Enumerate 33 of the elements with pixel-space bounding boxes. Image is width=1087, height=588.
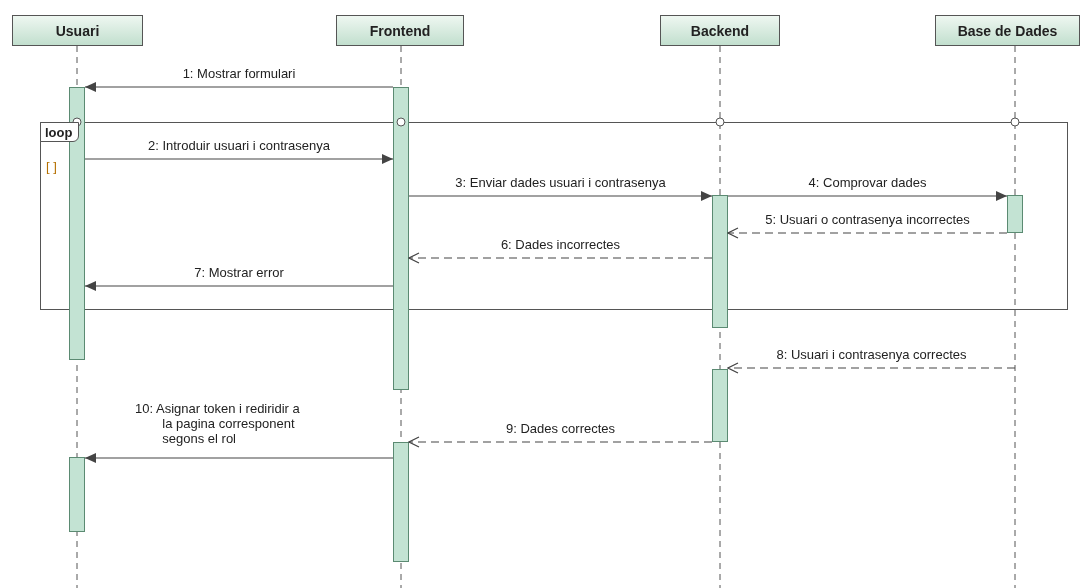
- message-arrow: [84, 281, 394, 291]
- participant-box: Backend: [660, 15, 780, 46]
- activation-bar: [393, 87, 409, 390]
- frame-tag: loop: [40, 122, 80, 142]
- message-label: 7: Mostrar error: [194, 265, 284, 280]
- participant-box: Frontend: [336, 15, 464, 46]
- message-label: 6: Dades incorrectes: [500, 237, 621, 252]
- message-arrow: [727, 191, 1008, 201]
- message-arrow: [727, 227, 1008, 239]
- message-label: 10: Asignar token i rediridir a la pagina corresponent segons el rol: [135, 401, 301, 446]
- message-label: 4: Comprovar dades: [808, 175, 927, 190]
- message-arrow: [84, 154, 394, 164]
- activation-bar: [712, 369, 728, 442]
- activation-bar: [712, 195, 728, 328]
- message-arrow: [727, 362, 1016, 374]
- message-arrow: [408, 252, 713, 264]
- message-label: 9: Dades correctes: [505, 421, 616, 436]
- participant-box: Usuari: [12, 15, 143, 46]
- message-arrow: [84, 453, 394, 463]
- message-label: 5: Usuari o contrasenya incorrectes: [765, 212, 970, 227]
- activation-bar: [393, 442, 409, 562]
- participant-box: Base de Dades: [935, 15, 1080, 46]
- message-label: 3: Enviar dades usuari i contrasenya: [455, 175, 666, 190]
- message-arrow: [84, 82, 394, 92]
- loop-frame: [40, 122, 1068, 310]
- message-label: 2: Introduir usuari i contrasenya: [147, 138, 331, 153]
- message-label: 8: Usuari i contrasenya correctes: [776, 347, 967, 362]
- activation-bar: [1007, 195, 1023, 233]
- message-arrow: [408, 436, 713, 448]
- activation-bar: [69, 457, 85, 532]
- message-arrow: [408, 191, 713, 201]
- message-label: 1: Mostrar formulari: [182, 66, 296, 81]
- guard-condition: [ ]: [46, 159, 57, 174]
